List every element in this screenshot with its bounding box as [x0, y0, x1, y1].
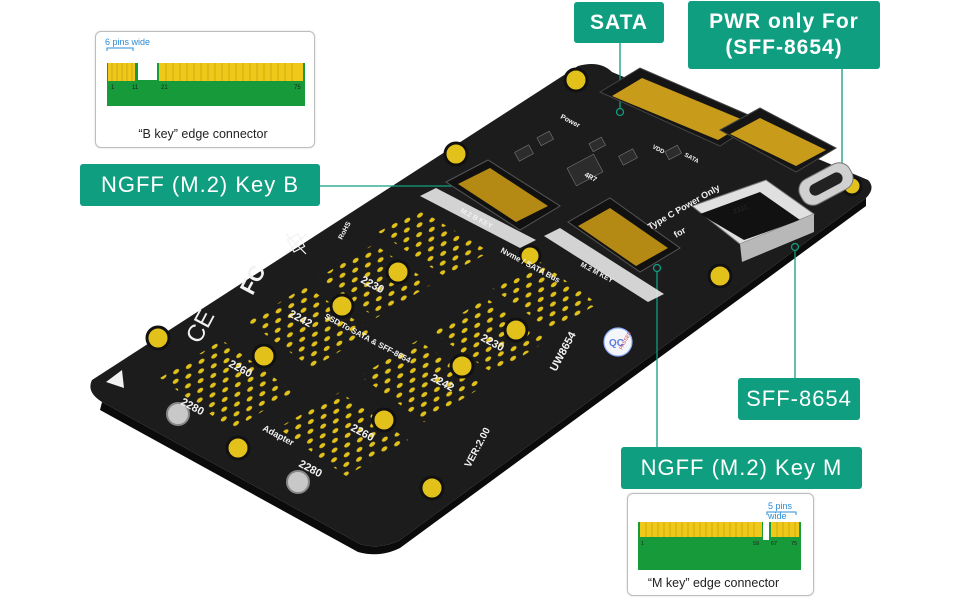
- m-key-caption: “M key” edge connector: [647, 576, 780, 590]
- sff-callout: SFF-8654: [738, 378, 860, 420]
- qc-label: QC: [609, 338, 624, 349]
- m-key-inset: 5 pins wide 1 59 67 75 “M key” edge conn…: [627, 493, 814, 596]
- weee-icon: [285, 233, 307, 255]
- pwr-callout: PWR only For (SFF-8654): [688, 1, 880, 69]
- m2-b-connector: [420, 159, 561, 248]
- m-key-width-note: 5 pins wide: [768, 501, 793, 521]
- pad-grids: [160, 210, 598, 476]
- b-key-pin-label: 11: [132, 85, 139, 91]
- key-m-callout-text: NGFF (M.2) Key M: [640, 455, 843, 480]
- m-key-pin-label: 59: [753, 541, 759, 547]
- pwr-callout-line1: PWR only For: [709, 10, 859, 33]
- qc-badge: [603, 327, 633, 357]
- sff-8654-port: [690, 179, 816, 262]
- m-key-edge-graphic: 1 59 67 75: [638, 511, 801, 570]
- b-key-edge-graphic: 1 11 21 75: [106, 47, 305, 106]
- smd-components: [514, 130, 682, 187]
- b-key-pin-label: 75: [294, 85, 301, 91]
- b-key-inset: 6 pins wide 1 11 21 75 “B key” edge conn…: [95, 31, 315, 148]
- b-key-caption: “B key” edge connector: [138, 127, 268, 141]
- b-key-pin-label: 1: [111, 85, 115, 91]
- key-b-callout-text: NGFF (M.2) Key B: [100, 172, 300, 197]
- sata-callout-text: SATA: [589, 10, 649, 34]
- b-key-pins: [108, 63, 303, 81]
- m-key-pin-label: 1: [641, 541, 644, 547]
- vdd-label: VDD: [651, 144, 666, 156]
- type-c-port: [798, 162, 854, 206]
- standoffs: [166, 402, 310, 494]
- b-key-width-note: 6 pins wide: [105, 37, 151, 47]
- mount-pads: [145, 67, 863, 501]
- key-m-callout: NGFF (M.2) Key M: [621, 447, 862, 489]
- m2-m-connector: [544, 197, 681, 302]
- sff-callout-text: SFF-8654: [746, 386, 852, 411]
- b-key-pin-label: 21: [161, 85, 168, 91]
- m-key-pin-label: 75: [791, 541, 797, 547]
- pwr-callout-line2: (SFF-8654): [725, 36, 843, 59]
- brand-logo-icon: [106, 370, 124, 388]
- m-key-pin-label: 67: [771, 541, 777, 547]
- key-b-callout: NGFF (M.2) Key B: [80, 164, 320, 206]
- m-key-pins: [640, 522, 799, 537]
- sata-callout: SATA: [574, 2, 664, 43]
- sata-connector: [598, 67, 838, 173]
